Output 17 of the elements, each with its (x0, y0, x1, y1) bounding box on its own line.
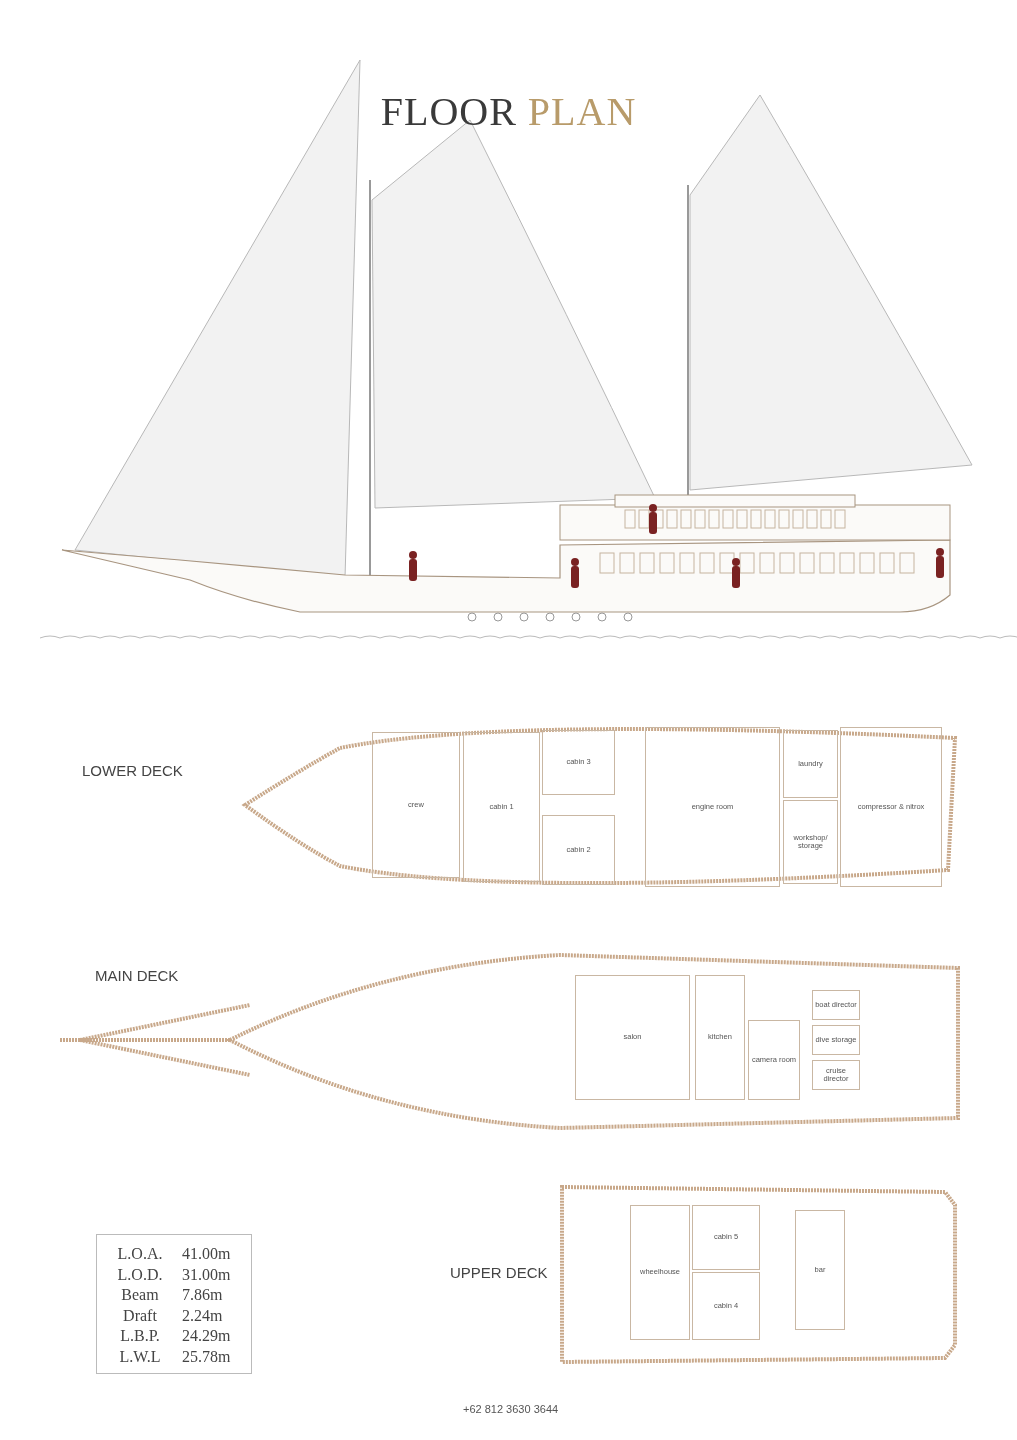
table-cell-text: L.W.L (118, 1347, 162, 1366)
deck-title: MAIN DECK (95, 967, 179, 984)
deck-title: UPPER DECK (450, 1264, 548, 1281)
table-cell-text: Draft (122, 1306, 158, 1325)
table-cell-text: L.O.D. (116, 1265, 164, 1284)
table-cell: 24.29m (182, 1327, 231, 1345)
deck-title: LOWER DECK (82, 762, 183, 779)
table-cell: 25.78m (182, 1347, 231, 1366)
table-cell-text: L.B.P. (119, 1327, 161, 1345)
phone-number: +62 812 3630 3644 (463, 1403, 559, 1415)
table-cell: 41.00m (182, 1245, 231, 1263)
table-cell-text: L.O.A. (116, 1245, 164, 1263)
table-cell-text: Beam (120, 1286, 160, 1304)
page-title: FLOOR PLAN (379, 88, 638, 135)
table-cell: 2.24m (182, 1306, 223, 1325)
table-cell: 31.00m (182, 1265, 231, 1284)
table-cell: 7.86m (182, 1286, 223, 1304)
